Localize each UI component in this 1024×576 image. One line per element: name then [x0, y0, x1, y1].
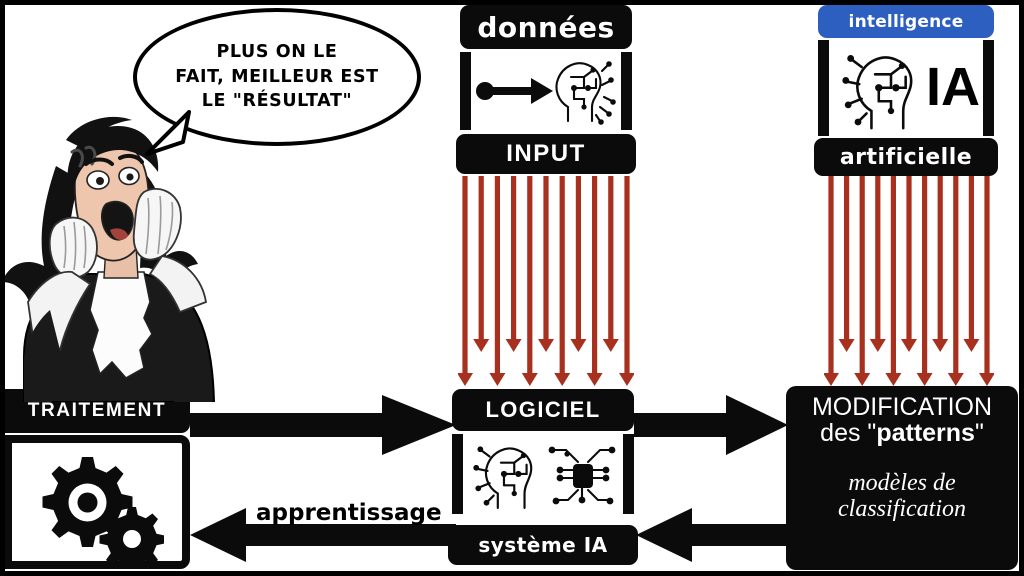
circuit-head-icon: [842, 55, 913, 130]
arrow-traitement-to-logiciel: [190, 395, 456, 455]
classification: classification: [838, 496, 966, 523]
modification-line-2: des "patterns": [820, 419, 984, 448]
logiciel-panel-right-bar: [623, 434, 634, 514]
red-down-arrows-ia: [824, 176, 994, 386]
modification-line-2-suffix: ": [974, 419, 984, 447]
modeles-de: modèles de: [848, 469, 956, 496]
intelligence-header: intelligence: [818, 5, 994, 38]
ia-panel-left-bar: [818, 40, 829, 136]
arrow-modification-to-logiciel: [636, 508, 794, 562]
logiciel-panel: [452, 434, 634, 514]
apprentissage-label: apprentissage: [256, 500, 442, 526]
input-arrow-icon: [476, 78, 553, 104]
gears-icon: [42, 457, 164, 563]
speech-line-3: LE "RÉSULTAT": [201, 91, 353, 112]
modification-line-3: modèles de classification: [838, 470, 966, 524]
traitement-panel: [4, 435, 190, 569]
donnees-panel-left-bar: [460, 52, 471, 130]
modification-line-2-prefix: des ": [820, 419, 877, 447]
ia-letters: IA: [926, 57, 980, 117]
red-down-arrows-donnees: [458, 176, 634, 386]
modification-line-1: MODIFICATION: [811, 393, 993, 421]
modification-patterns: patterns: [876, 419, 975, 447]
speech-line-2: FAIT, MEILLEUR EST: [175, 66, 379, 87]
donnees-panel: [460, 52, 632, 130]
modification-box: MODIFICATION des "patterns" modèles de c…: [786, 386, 1018, 570]
ia-panel: IA: [818, 40, 994, 136]
speech-line-1: PLUS ON LE: [216, 41, 338, 62]
donnees-header: données: [460, 5, 632, 49]
arrow-logiciel-to-traitement: [190, 508, 456, 562]
donnees-panel-right-bar: [621, 52, 632, 130]
input-footer: INPUT: [456, 134, 636, 174]
logiciel-header: LOGICIEL: [452, 389, 634, 431]
speech-bubble-tail: [145, 110, 191, 156]
artificielle-footer: artificielle: [814, 138, 998, 176]
ia-panel-right-bar: [983, 40, 994, 136]
arrow-logiciel-to-modification: [634, 395, 788, 455]
circuit-head-icon: [555, 61, 616, 125]
circuit-head-icon: [473, 446, 533, 509]
systeme-ia-footer: système IA: [448, 525, 638, 565]
shouting-woman-in-robe: [2, 116, 216, 402]
logiciel-panel-left-bar: [452, 434, 463, 514]
microchip-icon: [548, 446, 616, 505]
